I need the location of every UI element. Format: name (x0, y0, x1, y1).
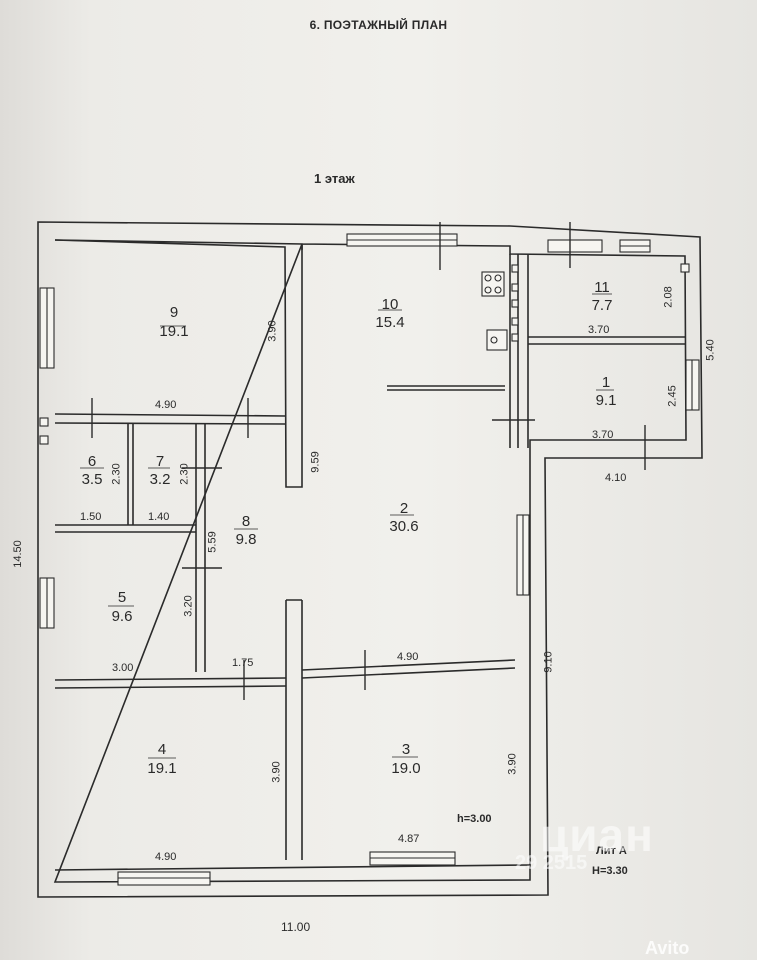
dim-label: 2.45 (666, 385, 679, 407)
watermark-code: 29 2515 (515, 852, 588, 874)
room-number: 3 (401, 741, 411, 758)
room-area: 15.4 (375, 314, 405, 331)
page-title: 6. ПОЭТАЖНЫЙ ПЛАН (309, 18, 448, 32)
room-8: 8 9.8 (224, 513, 268, 549)
dim-label: 3.90 (506, 753, 519, 775)
dim-label: 1.50 (80, 511, 102, 523)
room-area: 9.8 (235, 531, 257, 548)
dim-label: 5.40 (704, 339, 717, 361)
dim-label: 2.30 (178, 463, 191, 485)
room-number: 1 (601, 374, 611, 391)
dim-label: 4.90 (155, 399, 177, 411)
room-number: 8 (241, 513, 251, 530)
cian-watermark: циан (540, 809, 654, 861)
room-area: 30.6 (389, 518, 419, 535)
room-area: 3.2 (149, 471, 171, 488)
room-10: 10 15.4 (368, 296, 412, 332)
room-area: 9.6 (111, 608, 133, 625)
room-2: 2 30.6 (380, 500, 428, 536)
room-number: 10 (381, 296, 399, 313)
avito-watermark: Avito (645, 938, 690, 958)
floor-label: 1 этаж (314, 171, 355, 186)
room-area: 7.7 (591, 297, 613, 314)
room-6: 6 3.5 (70, 453, 114, 489)
room-number: 4 (157, 741, 167, 758)
room-area: 19.0 (391, 760, 421, 777)
dim-label: 3.00 (112, 662, 134, 674)
room-number: 2 (399, 500, 409, 517)
room-number: 6 (87, 453, 97, 470)
dim-label: 3.70 (588, 324, 610, 336)
dim-label: 3.70 (592, 429, 614, 441)
room-area: 3.5 (81, 471, 103, 488)
dim-label: 5.59 (206, 531, 219, 553)
room-9: 9 19.1 (152, 303, 196, 341)
dim-label: 14.50 (11, 540, 24, 568)
room-3: 3 19.0 (382, 740, 430, 778)
dim-label: 2.30 (110, 463, 123, 485)
room-number: 5 (117, 589, 127, 606)
total-width-dim: 11.00 (281, 920, 311, 934)
dim-label: 3.90 (270, 761, 283, 783)
room-number: 11 (594, 279, 610, 296)
dim-label: 9.59 (309, 451, 322, 473)
room-11: 11 7.7 (580, 279, 624, 315)
room-number: 9 (169, 304, 179, 321)
dim-label: 1.40 (148, 511, 170, 523)
room-1: 1 9.1 (584, 374, 628, 410)
dim-label: 1.75 (232, 657, 254, 669)
dim-label: 3.20 (182, 595, 195, 617)
ceiling-height-note: h=3.00 (457, 813, 492, 825)
dim-label: 4.10 (605, 472, 627, 484)
dim-label: 3.90 (266, 320, 279, 342)
room-area: 19.1 (159, 323, 189, 340)
dim-label: 9.10 (542, 651, 555, 673)
room-4: 4 19.1 (138, 740, 186, 778)
dim-label: 2.08 (662, 286, 675, 308)
room-5: 5 9.6 (98, 588, 146, 626)
room-number: 7 (155, 453, 165, 470)
liter-height: H=3.30 (592, 865, 628, 877)
dim-label: 4.90 (397, 651, 419, 663)
room-area: 9.1 (595, 392, 617, 409)
room-7: 7 3.2 (138, 453, 182, 489)
dim-label: 4.87 (398, 833, 420, 845)
liter-label: Лит А (596, 845, 627, 857)
dim-label: 4.90 (155, 851, 177, 863)
room-area: 19.1 (147, 760, 177, 777)
